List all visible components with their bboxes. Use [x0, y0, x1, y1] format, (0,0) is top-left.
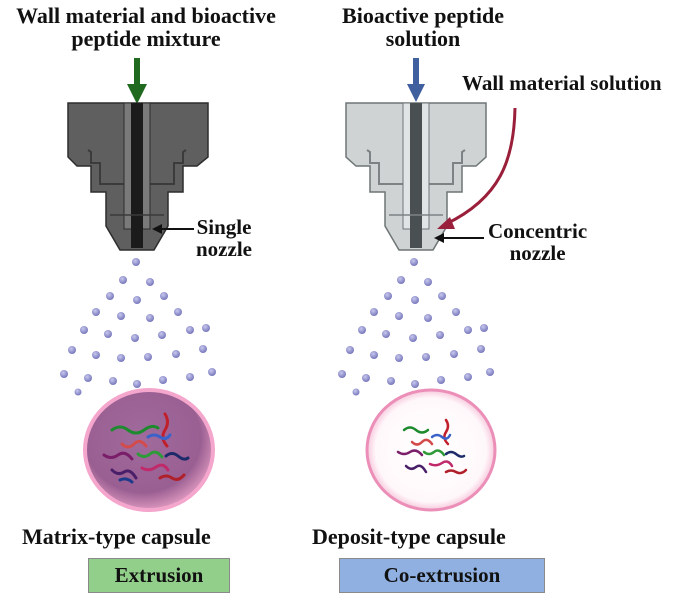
left-input-label: Wall material and bioactive peptide mixt…	[16, 3, 276, 52]
right-input-label: Bioactive peptide solution	[342, 3, 504, 52]
concentric-nozzle	[345, 102, 487, 251]
wall-material-arrow	[437, 107, 517, 229]
input-arrow-green	[127, 58, 147, 104]
deposit-capsule	[365, 388, 497, 512]
wall-material-label: Wall material solution	[462, 71, 662, 95]
extrusion-method-box: Extrusion	[88, 558, 230, 593]
spray-droplets-right	[338, 258, 494, 396]
matrix-capsule-label: Matrix-type capsule	[22, 524, 211, 549]
coextrusion-method-box: Co-extrusion	[339, 558, 545, 593]
single-nozzle	[67, 102, 209, 251]
matrix-capsule	[83, 388, 215, 512]
single-nozzle-label: Single nozzle	[196, 215, 252, 262]
single-nozzle-pointer	[152, 224, 194, 234]
deposit-capsule-label: Deposit-type capsule	[312, 524, 506, 549]
input-arrow-blue	[407, 58, 425, 102]
concentric-nozzle-label: Concentric nozzle	[488, 219, 588, 266]
concentric-nozzle-pointer	[434, 233, 484, 243]
spray-droplets-left	[60, 258, 216, 396]
